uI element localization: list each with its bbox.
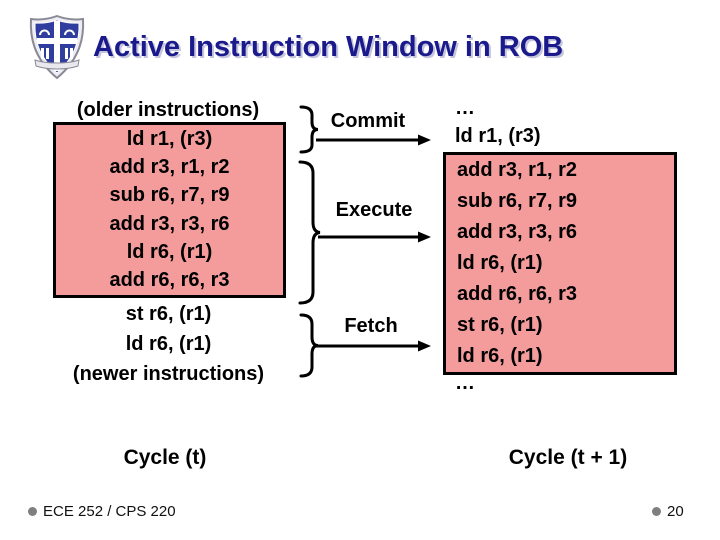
ellipsis-row: … xyxy=(455,372,475,394)
fetch-brace xyxy=(299,313,319,378)
newer-instructions-label: (newer instructions) xyxy=(72,363,265,385)
instruction-row: ld r1, (r3) xyxy=(455,125,541,147)
commit-arrowhead xyxy=(418,134,431,146)
instruction-row: add r3, r1, r2 xyxy=(457,159,578,181)
page-title: Active Instruction Window in ROB xyxy=(93,31,564,63)
footer-course: ECE 252 / CPS 220 xyxy=(28,503,176,520)
instruction-row: ld r6, (r1) xyxy=(457,252,543,274)
instruction-row: sub r6, r7, r9 xyxy=(457,190,578,212)
footer-page-number: 20 xyxy=(652,503,684,520)
instruction-row: ld r6, (r1) xyxy=(126,240,213,263)
older-instructions-label: (older instructions) xyxy=(76,99,260,121)
instruction-row: st r6, (r1) xyxy=(457,314,543,336)
fetch-arrowhead xyxy=(418,340,431,352)
instruction-row: ld r6, (r1) xyxy=(125,333,212,355)
instruction-row: add r3, r3, r6 xyxy=(457,221,578,243)
instruction-row: add r6, r6, r3 xyxy=(457,283,578,305)
instruction-row: add r6, r6, r3 xyxy=(109,269,230,292)
instructions-above-window-cycle-t1: … ld r1, (r3) xyxy=(455,94,541,150)
instruction-row: sub r6, r7, r9 xyxy=(109,184,230,207)
execute-arrowhead xyxy=(418,231,431,243)
instructions-below-window-cycle-t: st r6, (r1) ld r6, (r1) (newer instructi… xyxy=(46,299,291,389)
cycle-t-plus-1-label: Cycle (t + 1) xyxy=(508,446,628,469)
instruction-row: add r3, r3, r6 xyxy=(109,212,230,235)
ellipsis-row: … xyxy=(455,97,475,119)
cycle-t-label: Cycle (t) xyxy=(123,446,207,469)
circle-bullet-icon xyxy=(652,507,661,516)
stage-label-fetch: Fetch xyxy=(344,315,398,337)
rob-active-window-cycle-t: ld r1, (r3) add r3, r1, r2 sub r6, r7, r… xyxy=(53,122,286,298)
instruction-row: ld r6, (r1) xyxy=(457,345,543,367)
stage-label-execute: Execute xyxy=(335,199,413,221)
circle-bullet-icon xyxy=(28,507,37,516)
instruction-row: st r6, (r1) xyxy=(125,303,212,325)
instruction-row: ld r1, (r3) xyxy=(126,127,213,150)
stage-label-commit: Commit xyxy=(330,110,406,132)
university-crest-icon xyxy=(29,14,85,80)
rob-active-window-cycle-t1: add r3, r1, r2 sub r6, r7, r9 add r3, r3… xyxy=(443,152,677,375)
commit-brace xyxy=(299,105,319,154)
instruction-row: add r3, r1, r2 xyxy=(109,155,230,178)
footer-course-label: ECE 252 / CPS 220 xyxy=(43,503,176,520)
page-number-label: 20 xyxy=(667,503,684,520)
execute-brace xyxy=(298,160,321,305)
